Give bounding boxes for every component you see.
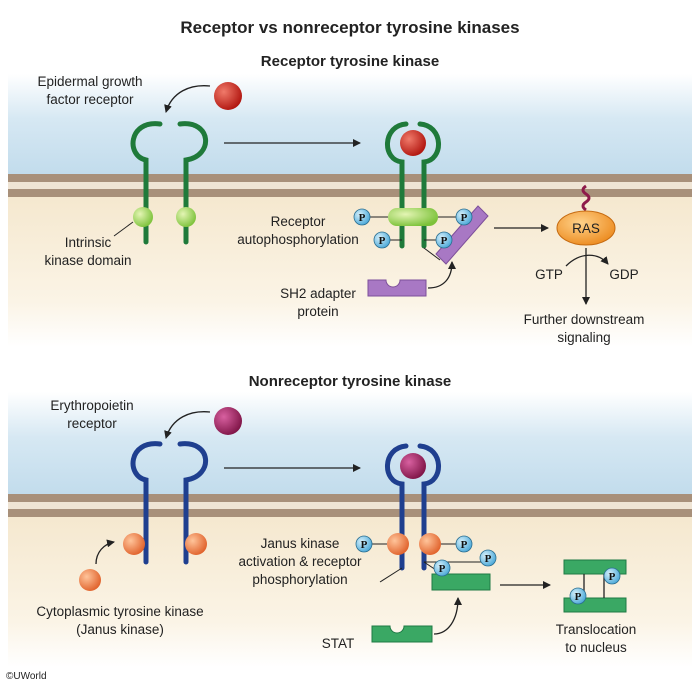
phosphate-group: P bbox=[433, 559, 451, 577]
gtp-gdp-arrow bbox=[565, 254, 609, 267]
janus-kinase-bound-right bbox=[419, 533, 441, 555]
diagram-title: Receptor vs nonreceptor tyrosine kinases bbox=[180, 18, 519, 37]
epo-ligand bbox=[214, 407, 242, 435]
receptor-panel: Receptor tyrosine kinase Epidermal growt… bbox=[8, 53, 692, 347]
cyto-label-line1: Cytoplasmic tyrosine kinase bbox=[36, 604, 203, 619]
stat-recruit-arrow bbox=[433, 597, 462, 635]
sh2-label-line1: SH2 adapter bbox=[280, 286, 356, 301]
membrane-inner-layer bbox=[8, 509, 692, 517]
phosphate-group: P bbox=[479, 549, 497, 567]
svg-text:P: P bbox=[379, 235, 386, 247]
svg-text:P: P bbox=[439, 563, 446, 575]
membrane-outer-layer bbox=[8, 174, 692, 182]
sh2-label-line2: protein bbox=[297, 304, 338, 319]
phosphate-group: P bbox=[603, 567, 621, 585]
egfr-label-line1: Epidermal growth bbox=[37, 74, 142, 89]
janus-kinase-right bbox=[185, 533, 207, 555]
copyright-text: ©UWorld bbox=[6, 671, 47, 682]
autophos-label-line1: Receptor bbox=[271, 214, 326, 229]
svg-text:P: P bbox=[461, 539, 468, 551]
gtp-label: GTP bbox=[535, 267, 563, 282]
svg-text:P: P bbox=[461, 212, 468, 224]
epo-receptor-dimer bbox=[372, 443, 486, 583]
phosphate-group: P bbox=[455, 535, 473, 553]
svg-text:P: P bbox=[485, 553, 492, 565]
egfr-monomer-right bbox=[177, 121, 208, 245]
nonreceptor-panel: Nonreceptor tyrosine kinase Erythropoiet… bbox=[8, 373, 692, 667]
gdp-label: GDP bbox=[609, 267, 638, 282]
intrinsic-kinase-domain-right bbox=[176, 207, 196, 227]
kinase-label-line2: kinase domain bbox=[44, 253, 131, 268]
phosphate-group: P bbox=[455, 208, 473, 226]
downstream-label-line2: signaling bbox=[557, 330, 610, 345]
kinase-domain-dimer bbox=[388, 208, 438, 226]
extracellular-background bbox=[8, 392, 692, 494]
egf-ligand bbox=[214, 82, 242, 110]
svg-text:P: P bbox=[441, 235, 448, 247]
ras-protein bbox=[556, 210, 616, 246]
membrane-inner-layer bbox=[8, 189, 692, 197]
jak-activation-line1: Janus kinase bbox=[261, 536, 340, 551]
epo-label-line1: Erythropoietin bbox=[50, 398, 133, 413]
translocation-label-line1: Translocation bbox=[556, 622, 637, 637]
ligand-binding-arrow bbox=[164, 85, 211, 113]
cyto-label-line2: (Janus kinase) bbox=[76, 622, 164, 637]
janus-kinase-left bbox=[123, 533, 145, 555]
receptor-heading: Receptor tyrosine kinase bbox=[261, 53, 439, 70]
ras-label: RAS bbox=[572, 221, 600, 236]
phosphate-group: P bbox=[569, 587, 587, 605]
phosphate-group: P bbox=[373, 231, 391, 249]
svg-text:P: P bbox=[609, 571, 616, 583]
autophos-label-line2: autophosphorylation bbox=[237, 232, 359, 247]
epo-label-line2: receptor bbox=[67, 416, 117, 431]
janus-kinase-bound-left bbox=[387, 533, 409, 555]
jak-activation-line2: activation & receptor bbox=[238, 554, 362, 569]
ligand-binding-arrow bbox=[164, 411, 211, 439]
phosphate-group: P bbox=[435, 231, 453, 249]
epo-receptor-monomer-right bbox=[177, 441, 208, 565]
stat-bound bbox=[431, 573, 491, 591]
stat-free bbox=[371, 625, 433, 643]
free-janus-kinase bbox=[79, 569, 101, 591]
egfr-monomer-left bbox=[130, 121, 163, 245]
svg-text:P: P bbox=[359, 212, 366, 224]
jak-association-arrow bbox=[95, 539, 115, 565]
egfr-label-line2: factor receptor bbox=[46, 92, 134, 107]
sh2-adapter-free bbox=[367, 279, 427, 297]
egfr-dimer bbox=[370, 121, 456, 261]
bound-epo-ligand bbox=[400, 453, 426, 479]
intrinsic-kinase-domain-left bbox=[133, 207, 153, 227]
extracellular-background bbox=[8, 74, 692, 174]
nonreceptor-heading: Nonreceptor tyrosine kinase bbox=[249, 373, 452, 390]
sh2-recruit-arrow bbox=[427, 261, 456, 289]
ras-lipid-anchor bbox=[581, 184, 591, 212]
bound-egf-ligand bbox=[400, 130, 426, 156]
epo-receptor-monomer-left bbox=[130, 441, 163, 565]
membrane-outer-layer bbox=[8, 494, 692, 502]
stat-label: STAT bbox=[322, 636, 355, 651]
translocation-label-line2: to nucleus bbox=[565, 640, 627, 655]
kinase-label-line1: Intrinsic bbox=[65, 235, 112, 250]
jak-activation-line3: phosphorylation bbox=[252, 572, 347, 587]
svg-text:P: P bbox=[575, 591, 582, 603]
phosphate-group: P bbox=[353, 208, 371, 226]
downstream-label-line1: Further downstream bbox=[524, 312, 645, 327]
phosphate-group: P bbox=[355, 535, 373, 553]
svg-text:P: P bbox=[361, 539, 368, 551]
